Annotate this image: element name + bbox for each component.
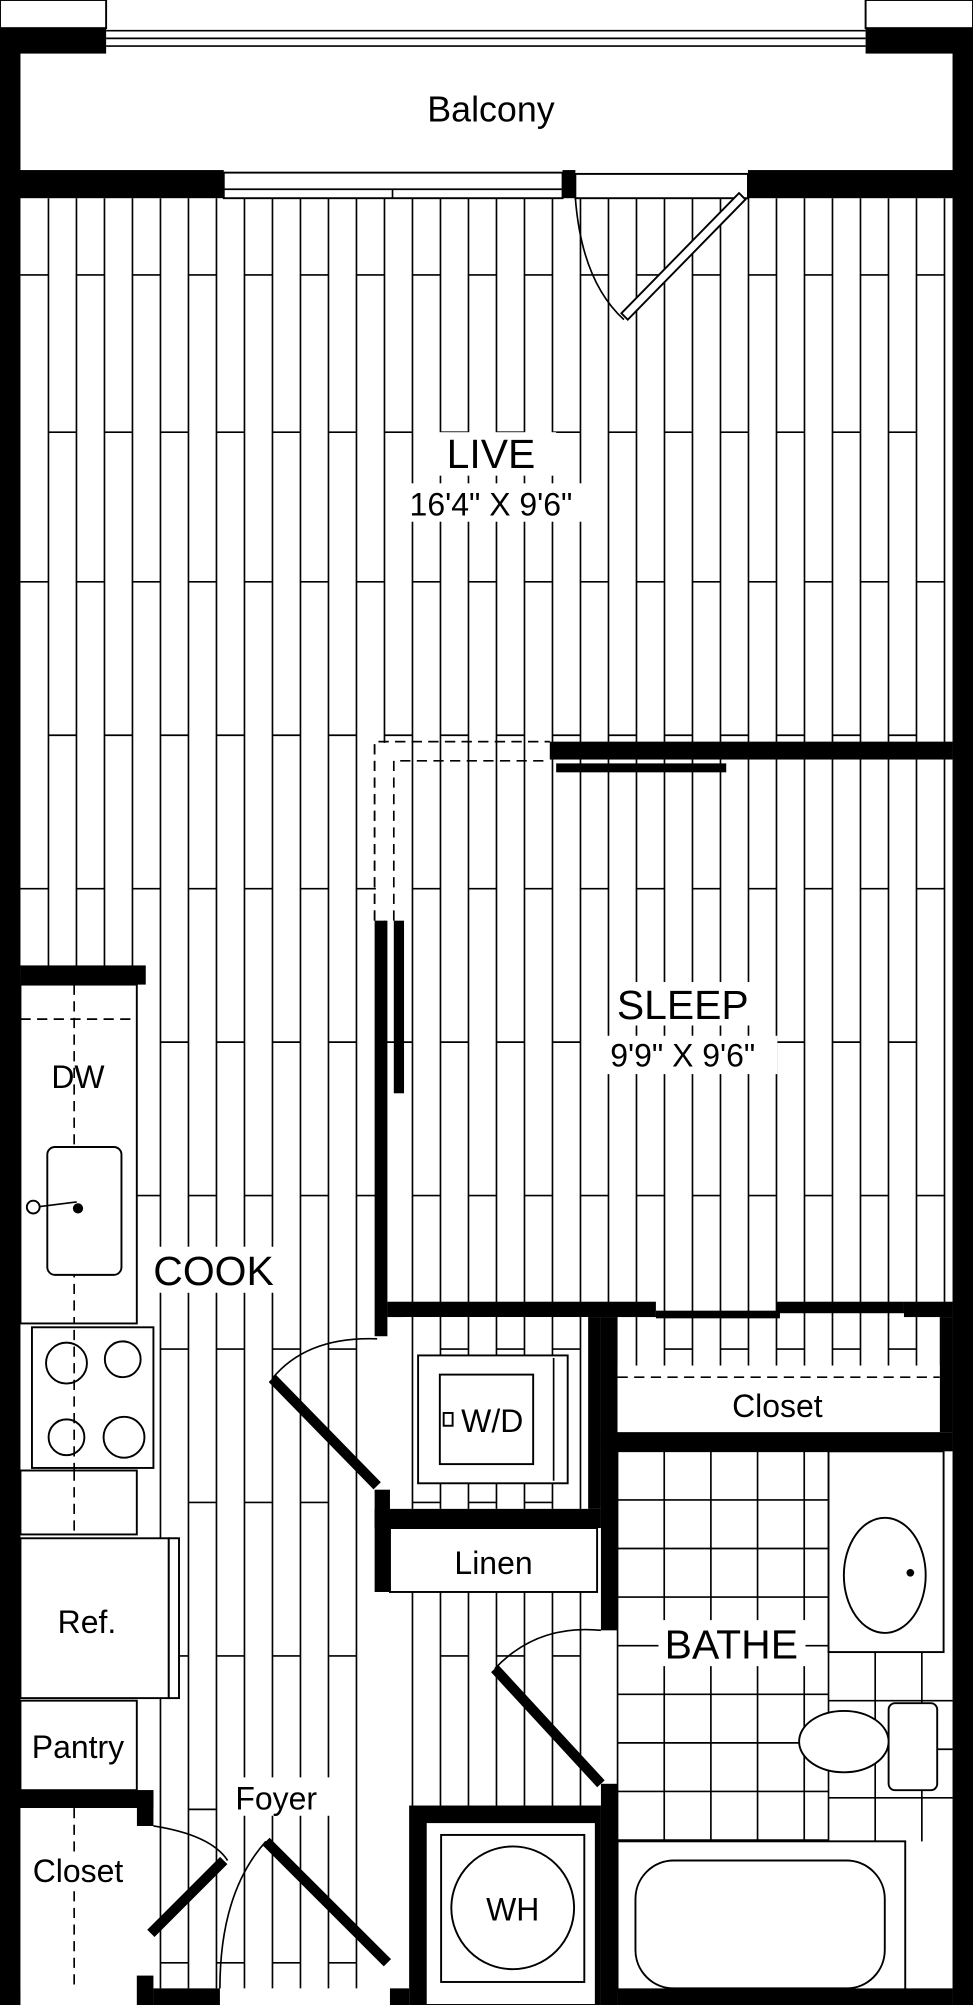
sliding-partition[interactable] bbox=[556, 763, 727, 773]
burner-icons bbox=[45, 1340, 146, 1459]
pantry bbox=[19, 1699, 138, 1792]
dishwasher-label: DW bbox=[51, 1059, 105, 1095]
sink bbox=[46, 1146, 123, 1276]
live-label: LIVE bbox=[447, 431, 536, 477]
toilet bbox=[798, 1709, 890, 1774]
laundry-door[interactable] bbox=[268, 1374, 381, 1490]
sliding-partition[interactable] bbox=[393, 920, 405, 1094]
entry-door[interactable] bbox=[262, 1837, 392, 1967]
linen-closet bbox=[389, 1527, 599, 1593]
wall bbox=[0, 170, 224, 199]
sleep-label: SLEEP bbox=[617, 982, 749, 1028]
balcony-door[interactable] bbox=[620, 191, 747, 322]
entry-closet-label: Closet bbox=[33, 1853, 124, 1889]
wall bbox=[549, 741, 953, 760]
linen-label: Linen bbox=[454, 1545, 532, 1581]
refrigerator-label: Ref. bbox=[58, 1604, 117, 1640]
door-swing-arc bbox=[574, 198, 625, 321]
balcony bbox=[20, 53, 953, 171]
foyer-label: Foyer bbox=[235, 1780, 317, 1816]
pantry-label: Pantry bbox=[32, 1729, 124, 1765]
bath-sink bbox=[842, 1516, 927, 1634]
exterior-stub-left bbox=[0, 0, 108, 30]
live-dimensions: 16'4" X 9'6" bbox=[410, 486, 573, 522]
balcony-label: Balcony bbox=[427, 89, 554, 129]
bath-door[interactable] bbox=[491, 1665, 605, 1788]
water-heater bbox=[450, 1845, 576, 1971]
bedroom-closet-label: Closet bbox=[732, 1388, 823, 1424]
exterior-stub-right bbox=[864, 0, 973, 30]
closet-door[interactable] bbox=[147, 1856, 228, 1938]
balcony-door-opening bbox=[574, 172, 749, 200]
entry-closet bbox=[20, 1808, 137, 1989]
sleep-dimensions: 9'9" X 9'6" bbox=[610, 1037, 755, 1073]
counter bbox=[19, 1469, 138, 1536]
bathe-label: BATHE bbox=[665, 1621, 798, 1667]
balcony-railing bbox=[106, 29, 866, 47]
washer-dryer-label: W/D bbox=[461, 1403, 523, 1439]
toilet-tank bbox=[887, 1702, 939, 1792]
water-heater-label: WH bbox=[486, 1892, 539, 1928]
refrigerator bbox=[19, 1537, 170, 1700]
cook-label: COOK bbox=[153, 1248, 273, 1294]
